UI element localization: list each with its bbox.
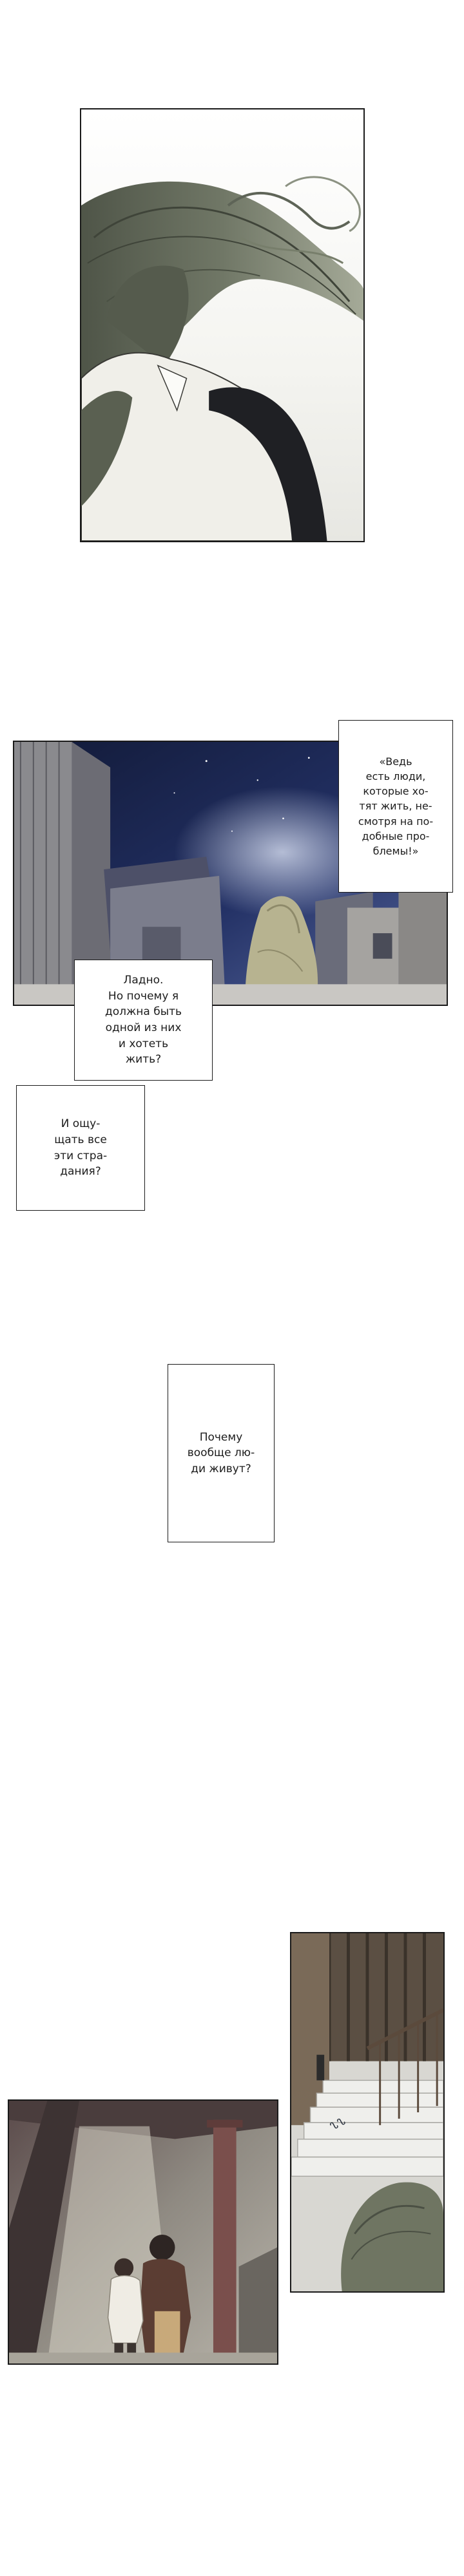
- speech-bubble-2: Ладно. Но почему я должна быть одной из …: [74, 960, 213, 1081]
- hallway-illustration: [9, 2101, 277, 2363]
- speech-bubble-1: «Ведь есть люди, которые хо- тят жить, н…: [338, 720, 453, 893]
- panel-hallway: [8, 2099, 278, 2365]
- speech-bubble-4: Почему вообще лю- ди живут?: [168, 1364, 275, 1542]
- windblown-hair-illustration: [81, 109, 363, 541]
- panel-stairs: [290, 1932, 445, 2293]
- speech-bubble-3: И ощу- щать все эти стра- дания?: [16, 1085, 145, 1211]
- panel-windblown-hair: [80, 108, 365, 542]
- stairs-illustration: [291, 1933, 443, 2291]
